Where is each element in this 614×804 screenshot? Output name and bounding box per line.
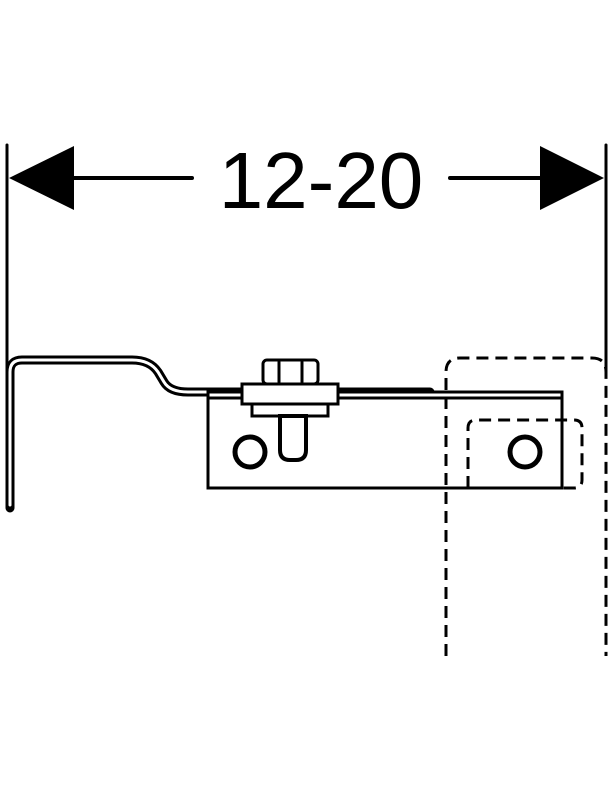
left-hole bbox=[232, 434, 268, 470]
adjusted-plate-outline bbox=[466, 418, 584, 490]
bolt-head bbox=[261, 358, 320, 386]
adjustment-range-outline bbox=[444, 356, 608, 656]
bolt-shank bbox=[278, 414, 308, 462]
dimension-arrow-left bbox=[9, 146, 74, 210]
right-hole bbox=[507, 434, 543, 470]
bolt-washer bbox=[240, 382, 340, 406]
dimension-arrow-right bbox=[540, 146, 604, 210]
bracket-strip-inner bbox=[8, 358, 430, 507]
dimension-label: 12-20 bbox=[219, 136, 424, 225]
